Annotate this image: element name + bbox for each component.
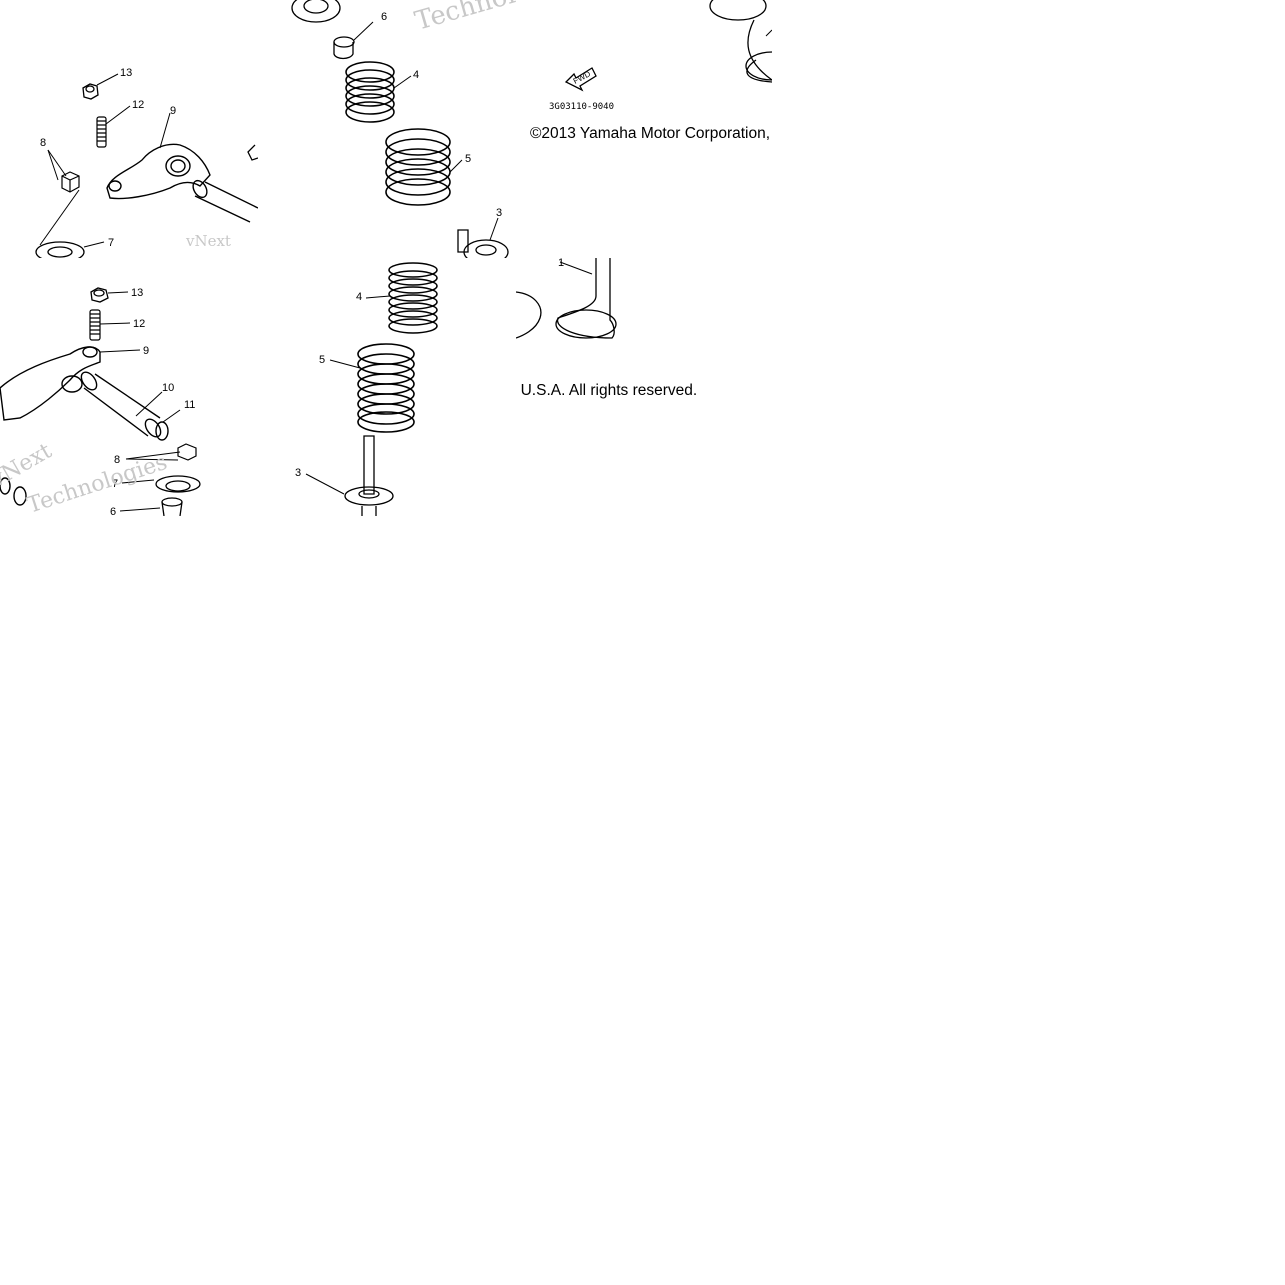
nuts-8-part-b (178, 444, 196, 460)
outer-spring-5-part (386, 129, 450, 205)
rocker-arm-9-part-b (0, 347, 100, 420)
adjusting-screw-12-part (97, 117, 106, 147)
callout-7-b: 7 (112, 478, 118, 490)
callout-9: 9 (170, 105, 176, 117)
inner-spring-4-part (346, 62, 394, 122)
watermark-line2: Technologies (412, 0, 516, 37)
diagram-tile-rocker-bottom: 13 12 9 10 11 8 7 6 vNext Technologies (0, 258, 258, 516)
diagram-tile-springs-top: 6 4 5 3 Technologies (258, 0, 516, 258)
callout-6-b: 6 (110, 506, 116, 516)
part-code: 3G03110-9040 (549, 102, 614, 112)
callout-12: 12 (132, 99, 144, 111)
callout-4: 4 (413, 69, 419, 81)
callout-10-b: 10 (162, 382, 174, 394)
diagram-tile-rocker-top: 13 12 9 8 7 vNext (0, 0, 258, 258)
callout-5-b: 5 (319, 354, 325, 366)
diagram-tile-springs-bottom: 4 5 3 (258, 258, 516, 516)
spring-seat-3-part-b (345, 436, 393, 516)
adjusting-screw-12-part-b (90, 310, 100, 340)
diagram-tile-fwd: FWD 3G03110-9040 11 10 ©2013 Yamaha Moto… (516, 0, 772, 258)
o-ring-11-part (156, 422, 168, 440)
retainer-partial (292, 0, 340, 22)
fwd-arrow-icon (566, 68, 596, 90)
rocker-shaft-10-part-b (78, 369, 163, 439)
copyright-part2: , U.S.A. All rights reserved. (516, 382, 698, 399)
spring-seat-3-part (458, 230, 508, 258)
nuts-8-part (62, 172, 79, 192)
callout-3-b: 3 (295, 467, 301, 479)
outer-spring-5-part-b (358, 344, 414, 432)
callout-6: 6 (381, 11, 387, 23)
diagram-tile-valve: 1 , U.S.A. All rights reserved. (516, 258, 716, 418)
callout-8: 8 (40, 137, 46, 149)
valve-1-part (556, 258, 616, 338)
rocker-arm-9-part (107, 144, 210, 198)
callout-12-b: 12 (133, 318, 145, 330)
watermark-line1-b: vNext (0, 438, 56, 493)
retainer-7-part-b (156, 476, 200, 492)
callout-4-b: 4 (356, 291, 362, 303)
callout-13-b: 13 (131, 287, 143, 299)
valve-seat-partial (516, 292, 541, 338)
nut-13-part-b (91, 288, 108, 302)
retainer-7-part (36, 242, 84, 258)
callout-1: 1 (558, 258, 564, 269)
callout-11-b: 11 (184, 399, 195, 411)
callout-8-b: 8 (114, 454, 120, 466)
callout-9-b: 9 (143, 345, 149, 357)
copyright-part1: ©2013 Yamaha Motor Corporation, (530, 125, 771, 142)
inner-spring-4-part-b (389, 263, 437, 333)
callout-5: 5 (465, 153, 471, 165)
watermark-line1: vNext (185, 232, 231, 250)
callout-7: 7 (108, 237, 114, 249)
rocker-shaft-10-part (190, 178, 258, 222)
nut-13-part (83, 84, 98, 99)
valve-seal-6-part-b (162, 498, 182, 516)
callout-13: 13 (120, 67, 132, 79)
fwd-label: FWD (572, 69, 593, 86)
valve-head-partial (710, 0, 772, 82)
callout-3: 3 (496, 207, 502, 219)
valve-seal-6-part (334, 37, 354, 59)
